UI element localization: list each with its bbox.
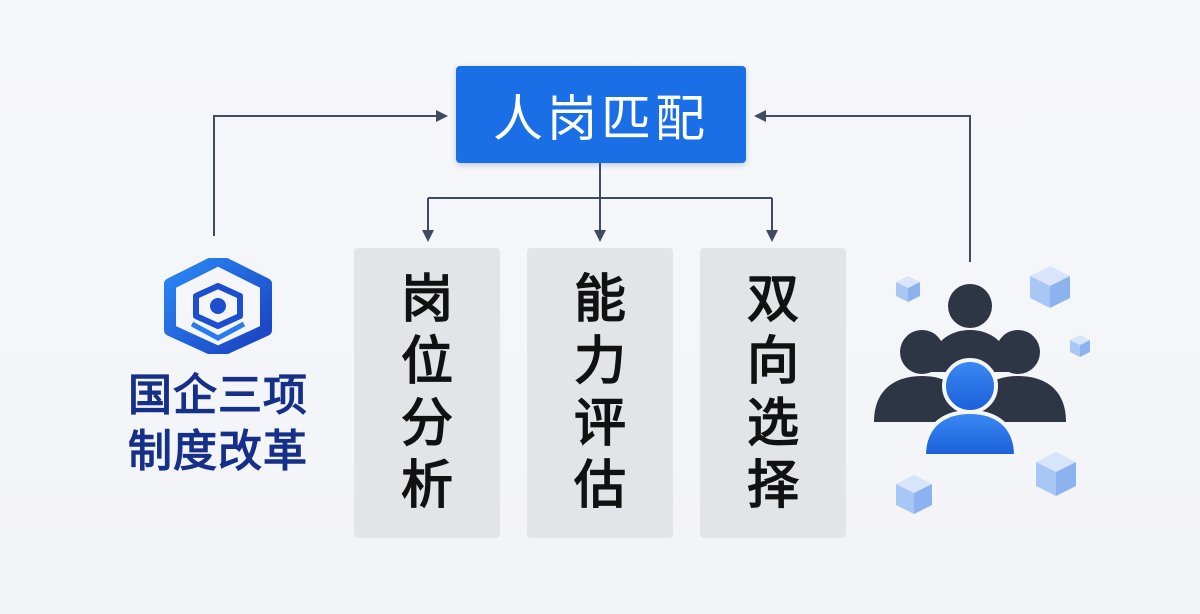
sub-node-3-char: 双 xyxy=(746,270,799,330)
people-group-icon xyxy=(874,266,1090,514)
sub-node-2: 能 力 评 估 xyxy=(527,248,673,538)
cube-icon xyxy=(896,276,920,302)
left-group: 国企三项 制度改革 xyxy=(118,258,318,488)
top-node-box: 人岗匹配 xyxy=(456,66,746,163)
connector-right-to-top xyxy=(754,110,971,262)
left-caption: 国企三项 制度改革 xyxy=(118,368,318,480)
person-back-icon xyxy=(930,284,1010,372)
sub-node-3: 双 向 选 择 xyxy=(700,248,846,538)
hexagon-cube-logo-icon xyxy=(164,258,272,354)
cube-icon xyxy=(1030,266,1070,308)
person-front-icon xyxy=(921,358,1019,458)
left-caption-line-2: 制度改革 xyxy=(128,426,308,477)
left-caption-line-1: 国企三项 xyxy=(128,370,308,421)
sub-node-3-char: 择 xyxy=(746,456,799,516)
cube-icon xyxy=(1036,452,1076,496)
cube-icon xyxy=(896,475,932,514)
sub-node-1: 岗 位 分 析 xyxy=(354,248,500,538)
sub-node-2-char: 能 xyxy=(573,270,626,330)
sub-node-2-char: 评 xyxy=(573,394,626,454)
cube-icon xyxy=(1070,335,1090,357)
connector-left-to-top xyxy=(213,110,448,236)
sub-node-3-char: 向 xyxy=(746,332,799,392)
sub-node-1-char: 析 xyxy=(400,456,453,516)
sub-node-1-char: 位 xyxy=(400,332,453,392)
sub-node-2-char: 估 xyxy=(573,456,626,516)
top-node-label: 人岗匹配 xyxy=(493,89,709,148)
sub-node-2-char: 力 xyxy=(573,332,626,392)
sub-node-3-char: 选 xyxy=(746,394,799,454)
sub-node-1-char: 分 xyxy=(400,394,453,454)
sub-node-1-char: 岗 xyxy=(400,270,453,330)
